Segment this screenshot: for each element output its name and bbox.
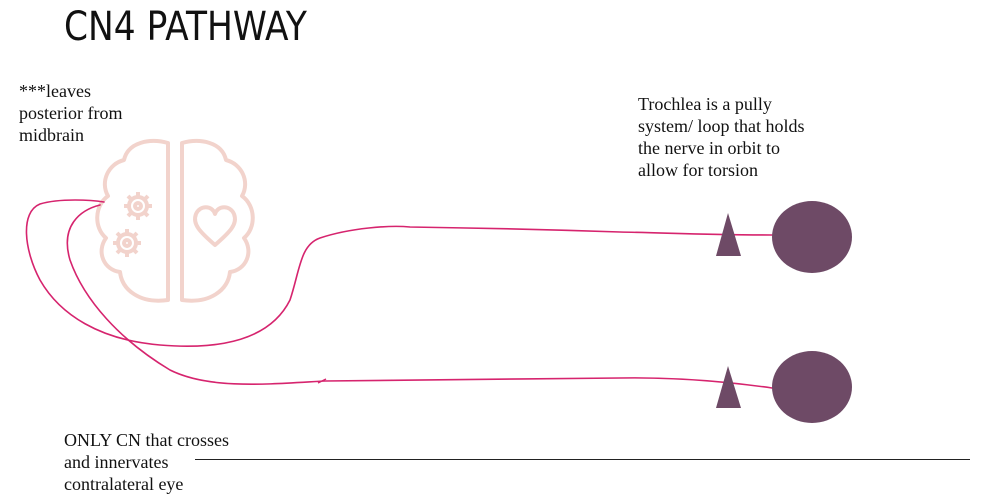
page-title: CN4 PATHWAY bbox=[64, 4, 307, 50]
note-line: contralateral eye bbox=[64, 474, 184, 494]
triangle-icon bbox=[716, 213, 741, 256]
note-line: system/ loop that holds bbox=[638, 116, 805, 136]
nerve-tick bbox=[317, 378, 327, 384]
gear-icon bbox=[124, 192, 152, 220]
note-leaves-midbrain: ***leaves posterior from midbrain bbox=[19, 80, 179, 146]
triangle-icon bbox=[716, 366, 741, 408]
divider-line bbox=[195, 459, 970, 460]
eye-icon bbox=[772, 201, 852, 273]
note-line: ONLY CN that crosses bbox=[64, 430, 230, 450]
heart-icon bbox=[193, 205, 237, 247]
eye-icon bbox=[772, 351, 852, 423]
note-line: the nerve in orbit to bbox=[638, 138, 780, 158]
brain-icon bbox=[95, 139, 255, 303]
note-line: midbrain bbox=[19, 125, 84, 145]
note-line: Trochlea is a pully bbox=[638, 94, 772, 114]
note-line: and innervates bbox=[64, 452, 169, 472]
nerve-path-upper bbox=[25, 199, 773, 347]
nerve-path-lower bbox=[66, 204, 773, 389]
note-line: ***leaves bbox=[19, 81, 91, 101]
gear-icon bbox=[113, 229, 141, 257]
note-trochlea: Trochlea is a pully system/ loop that ho… bbox=[638, 93, 868, 181]
note-line: allow for torsion bbox=[638, 160, 758, 180]
note-line: posterior from bbox=[19, 103, 123, 123]
note-crosses: ONLY CN that crosses and innervates cont… bbox=[64, 429, 294, 495]
